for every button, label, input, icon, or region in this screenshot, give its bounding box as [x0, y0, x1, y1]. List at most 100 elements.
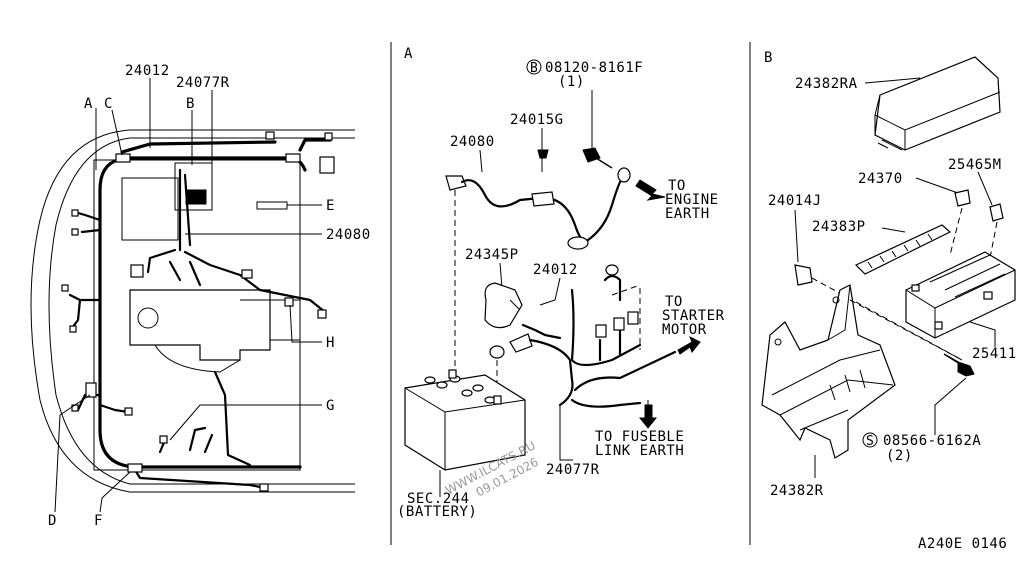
harness-injector-branch [168, 260, 202, 287]
to-engine-line2: ENGINE [665, 192, 719, 208]
starter-dash [611, 284, 641, 350]
harness-f-branch [133, 468, 267, 490]
leader-24383p [881, 227, 906, 233]
callout-f: F [94, 513, 103, 529]
connector-g-2 [159, 435, 168, 444]
leader-g [169, 404, 322, 441]
dash-25465m [989, 221, 998, 259]
callout-h: H [326, 335, 335, 351]
connector-h [284, 297, 294, 307]
fuse-strip-24383p [854, 224, 952, 275]
fusible-link-arrow [638, 404, 658, 429]
sec244-line1: SEC.244 [407, 491, 470, 507]
to-starter-line3: MOTOR [662, 322, 707, 338]
bolt-shank [595, 157, 613, 169]
label-25411: 25411 [972, 346, 1017, 362]
harness-24012 [521, 323, 562, 340]
diagram-code: A240E 0146 [918, 536, 1007, 552]
callout-24012: 24012 [125, 63, 170, 79]
fuse-strip-slots [867, 233, 933, 269]
leader-f [99, 471, 131, 513]
callout-a: A [84, 96, 93, 112]
dash-screw [849, 299, 963, 361]
fuse-box-tab-3 [934, 321, 943, 330]
leader-24014j [794, 209, 799, 263]
panel-b-title: B [764, 50, 773, 66]
screw-symbol: S [866, 434, 874, 449]
right-panel: B 24382RA 24370 25465M 24014J 24383P [761, 50, 1017, 499]
leader-h [289, 304, 322, 343]
to-engine-line1: TO [668, 178, 686, 194]
to-fuse-line1: TO FUSEBLE [595, 429, 684, 445]
component-e [256, 201, 288, 210]
branch-connector-3 [627, 311, 639, 325]
bracket-hole-2 [832, 296, 840, 304]
earth-cable-24080 [460, 179, 587, 244]
callout-24080: 24080 [326, 227, 371, 243]
branch-connector-1 [595, 324, 607, 338]
connector-f [127, 463, 143, 473]
to-starter-line2: STARTER [662, 308, 725, 324]
connector-side-2 [69, 325, 77, 333]
panel-a-title: A [404, 46, 413, 62]
connector-engine-3 [317, 309, 327, 319]
engine-earth-arrow [635, 179, 666, 201]
sec244-line2: (BATTERY) [397, 504, 477, 520]
screw-quantity: (2) [886, 448, 913, 464]
label-24014j: 24014J [768, 193, 822, 209]
bracket-edges [771, 284, 894, 431]
callout-24077r: 24077R [176, 75, 230, 91]
to-starter-line1: TO [665, 294, 683, 310]
label-24345p: 24345P [465, 247, 519, 263]
engine-earth-eyelet [617, 167, 631, 183]
leader-25411 [969, 321, 996, 347]
to-fuse-line2: LINK EARTH [595, 443, 684, 459]
connector-engine-1 [130, 264, 144, 278]
label-24382ra: 24382RA [795, 76, 858, 92]
label-24015g: 24015G [510, 112, 564, 128]
main-harness-left [98, 158, 302, 469]
screw-part-number: 08566-6162A [883, 433, 981, 449]
fuse-holder-24014j [794, 264, 813, 286]
connector-side-3 [71, 209, 79, 217]
leader-24077r-mid [559, 405, 573, 461]
fuse-25465m [989, 203, 1004, 222]
fuse-relay-box-slots [929, 254, 1006, 298]
positive-terminal-clamp [509, 333, 533, 353]
label-24077r-mid: 24077R [546, 462, 600, 478]
harness-engine-branch [146, 168, 327, 314]
vehicle-outline [30, 129, 355, 493]
battery-cable-branches [570, 274, 642, 367]
dash-24014j [811, 277, 963, 361]
leader-c [111, 109, 123, 156]
fuse-block-connector [185, 189, 207, 205]
callout-c: C [104, 96, 113, 112]
branch-eyelet [605, 264, 619, 276]
leader-24370 [915, 177, 959, 194]
fuse-box-tab-2 [983, 291, 993, 300]
connector-engine-2 [241, 269, 253, 279]
left-panel: A C B 24012 24077R E 24080 H G D F [30, 63, 371, 529]
leader-24382ra [864, 77, 921, 84]
starter-arrow [677, 335, 701, 355]
harness-g-branch [158, 426, 214, 454]
terminal-cover-24345p [484, 282, 523, 329]
label-24382r: 24382R [770, 483, 824, 499]
battery-caps [424, 375, 496, 404]
harness-side-branches [68, 211, 102, 330]
connector-side-1 [61, 284, 69, 292]
battery-pos-post [493, 395, 502, 405]
bolt-08120 [582, 147, 601, 163]
label-24080: 24080 [450, 134, 495, 150]
leader-24345p [499, 262, 503, 289]
to-engine-line3: EARTH [665, 206, 710, 222]
leader-25465m [977, 171, 993, 206]
transaxle [240, 299, 301, 341]
bracket-ribs [829, 369, 866, 401]
callout-d: D [48, 513, 57, 529]
bolt-symbol: B [530, 61, 538, 76]
leader-24080-mid [479, 149, 483, 173]
middle-panel: A B 08120-8161F (1) 24015G 24080 TO ENGI… [397, 46, 725, 520]
leader-24012-mid [539, 277, 561, 306]
